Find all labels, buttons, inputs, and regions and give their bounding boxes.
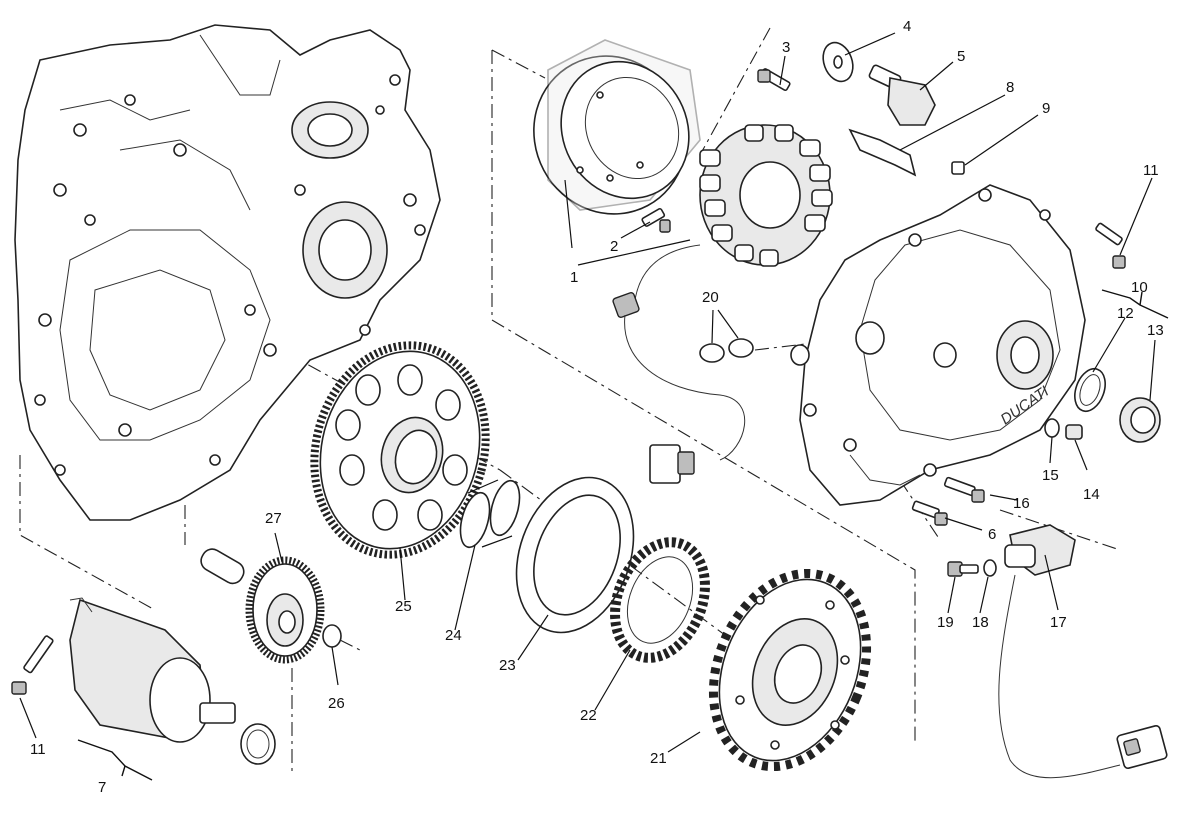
callout-10: 10	[1131, 279, 1148, 296]
freewheel-clutch	[610, 537, 710, 663]
starter-clutch-gear	[708, 568, 872, 772]
alternator-cover: DUCATI	[790, 184, 1086, 506]
callout-4: 4	[903, 18, 911, 35]
starter-motor	[11, 597, 276, 765]
callout-11-cover-bolt: 11	[1143, 162, 1159, 179]
o-rings	[699, 338, 754, 363]
callout-14: 14	[1083, 486, 1100, 503]
callout-7: 7	[98, 779, 106, 796]
callout-17: 17	[1050, 614, 1067, 631]
callout-18: 18	[972, 614, 989, 631]
pickup-sensor	[947, 524, 1168, 779]
callout-13: 13	[1147, 322, 1164, 339]
small-fasteners-top	[641, 41, 965, 233]
idler-gear	[200, 548, 342, 664]
callout-8: 8	[1006, 79, 1014, 96]
callout-1: 1	[570, 269, 578, 286]
cover-fasteners	[911, 222, 1161, 526]
leader-lines	[19, 32, 1156, 753]
callout-21: 21	[650, 750, 667, 767]
crankcase	[14, 24, 441, 521]
starter-gear	[310, 341, 490, 559]
callout-23: 23	[499, 657, 516, 674]
stator	[612, 124, 833, 484]
callout-26: 26	[328, 695, 345, 712]
callout-5: 5	[957, 48, 965, 65]
callout-16: 16	[1013, 495, 1030, 512]
callout-9: 9	[1042, 100, 1050, 117]
callout-27: 27	[265, 510, 282, 527]
callout-20: 20	[702, 289, 719, 306]
callout-6: 6	[988, 526, 996, 543]
callout-15: 15	[1042, 467, 1059, 484]
callout-12: 12	[1117, 305, 1134, 322]
callout-19: 19	[937, 614, 954, 631]
assembly-brackets	[77, 289, 1169, 781]
callout-22: 22	[580, 707, 597, 724]
callout-labels: 1 2 3 4 5 6 7 8 9 10 11 11 12 13 14 15 1…	[30, 18, 1164, 796]
callout-11-starter-bolt: 11	[30, 741, 46, 758]
callout-25: 25	[395, 598, 412, 615]
flywheel-rotor	[533, 39, 701, 215]
bushing	[459, 479, 521, 549]
thrust-plate	[515, 476, 635, 634]
callout-2: 2	[610, 238, 618, 255]
callout-24: 24	[445, 627, 462, 644]
callout-3: 3	[782, 39, 790, 56]
